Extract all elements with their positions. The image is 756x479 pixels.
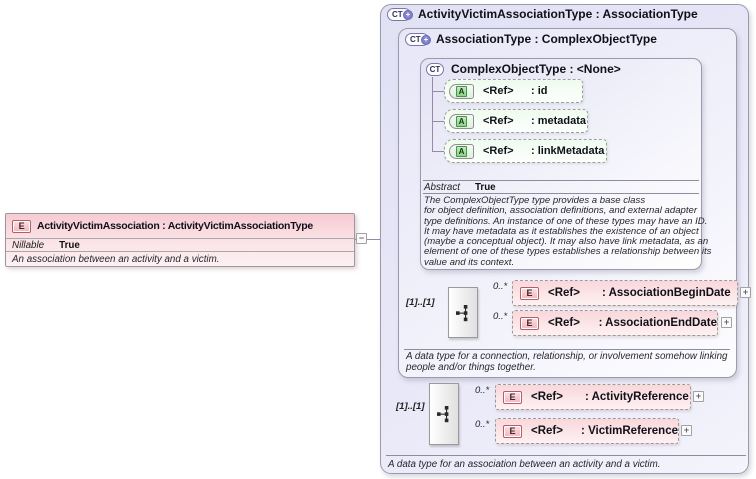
element-ref: <Ref> — [531, 425, 563, 437]
complex-object-type-title-row: CT ComplexObjectType : <None> — [426, 62, 621, 76]
association-type-description: A data type for a connection, relationsh… — [406, 351, 728, 373]
description-divider — [386, 455, 746, 456]
complex-type-derived-icon: CT + — [405, 32, 431, 46]
element-node-association-end-date[interactable]: E <Ref> : AssociationEndDate — [512, 310, 718, 336]
attribute-icon: A — [449, 143, 474, 159]
collapse-button[interactable]: − — [356, 233, 367, 244]
element-name: : AssociationEndDate — [598, 317, 717, 329]
derived-plus-icon: + — [421, 34, 431, 45]
description-divider — [404, 349, 730, 350]
group-cardinality-label: [1]..[1] — [406, 297, 435, 308]
association-type-title: AssociationType : ComplexObjectType — [436, 32, 657, 46]
occurs-label: 0..* — [475, 385, 490, 396]
element-node-association-begin-date[interactable]: E <Ref> : AssociationBeginDate — [512, 280, 738, 306]
facet-divider — [423, 193, 699, 194]
attribute-icon: A — [449, 113, 474, 129]
outer-type-title-row: CT + ActivityVictimAssociationType : Ass… — [387, 7, 698, 21]
facet-name: Nillable — [12, 239, 45, 251]
occurs-label: 0..* — [475, 419, 490, 430]
sequence-compositor-icon[interactable] — [448, 287, 478, 338]
complex-type-derived-icon: CT + — [387, 7, 413, 21]
element-description: An association between an activity and a… — [12, 254, 220, 265]
global-element-box[interactable]: E ActivityVictimAssociation : ActivityVi… — [5, 213, 355, 267]
occurs-label: 0..* — [493, 281, 508, 292]
element-title: ActivityVictimAssociation : ActivityVict… — [37, 220, 313, 232]
outer-type-description: A data type for an association between a… — [388, 459, 661, 470]
expand-button[interactable]: + — [693, 391, 704, 402]
element-icon: E — [520, 286, 539, 300]
attribute-node-linkmetadata[interactable]: A <Ref> : linkMetadata — [444, 139, 607, 163]
element-icon: E — [12, 219, 31, 233]
attribute-stub-line — [432, 91, 444, 92]
attribute-node-id[interactable]: A <Ref> : id — [444, 79, 583, 103]
expand-button[interactable]: + — [681, 425, 692, 436]
attribute-name: : metadata — [531, 115, 587, 127]
outer-type-title: ActivityVictimAssociationType : Associat… — [418, 7, 698, 21]
attribute-icon: A — [449, 83, 474, 99]
nillable-facet-row: Nillable True — [6, 239, 354, 252]
element-name: : AssociationBeginDate — [602, 287, 731, 299]
abstract-facet-row: Abstract True — [424, 182, 496, 193]
association-type-title-row: CT + AssociationType : ComplexObjectType — [405, 32, 657, 46]
facet-divider — [423, 180, 699, 181]
facet-name: Abstract — [424, 182, 460, 193]
element-ref: <Ref> — [548, 287, 580, 299]
facet-value: True — [59, 239, 80, 251]
attribute-ref: <Ref> — [483, 145, 514, 157]
attribute-stub-line — [432, 151, 444, 152]
element-name: : VictimReference — [581, 425, 678, 437]
complex-object-type-description: The ComplexObjectType type provides a ba… — [424, 195, 712, 268]
derived-plus-icon: + — [403, 9, 413, 20]
attribute-name: : id — [531, 85, 548, 97]
expand-button[interactable]: + — [721, 317, 732, 328]
sequence-compositor-icon[interactable] — [429, 383, 459, 445]
facet-value: True — [474, 182, 496, 193]
element-ref: <Ref> — [548, 317, 580, 329]
expand-button[interactable]: + — [740, 287, 751, 298]
connector-line — [355, 239, 383, 240]
element-ref: <Ref> — [531, 391, 563, 403]
element-icon: E — [503, 424, 522, 438]
element-name: : ActivityReference — [585, 391, 689, 403]
group-cardinality-label: [1]..[1] — [396, 401, 425, 412]
attribute-ref: <Ref> — [483, 85, 514, 97]
element-icon: E — [520, 316, 539, 330]
occurs-label: 0..* — [493, 311, 508, 322]
attribute-stub-line — [432, 121, 444, 122]
complex-object-type-title: ComplexObjectType : <None> — [451, 62, 621, 76]
element-node-victim-reference[interactable]: E <Ref> : VictimReference — [495, 418, 679, 444]
attribute-tree-line — [432, 77, 433, 151]
attribute-name: : linkMetadata — [531, 145, 605, 157]
attribute-ref: <Ref> — [483, 115, 514, 127]
complex-type-icon: CT — [426, 62, 444, 76]
element-icon: E — [503, 390, 522, 404]
attribute-node-metadata[interactable]: A <Ref> : metadata — [444, 109, 588, 133]
element-node-activity-reference[interactable]: E <Ref> : ActivityReference — [495, 384, 691, 410]
element-title-row: E ActivityVictimAssociation : ActivityVi… — [6, 214, 354, 239]
